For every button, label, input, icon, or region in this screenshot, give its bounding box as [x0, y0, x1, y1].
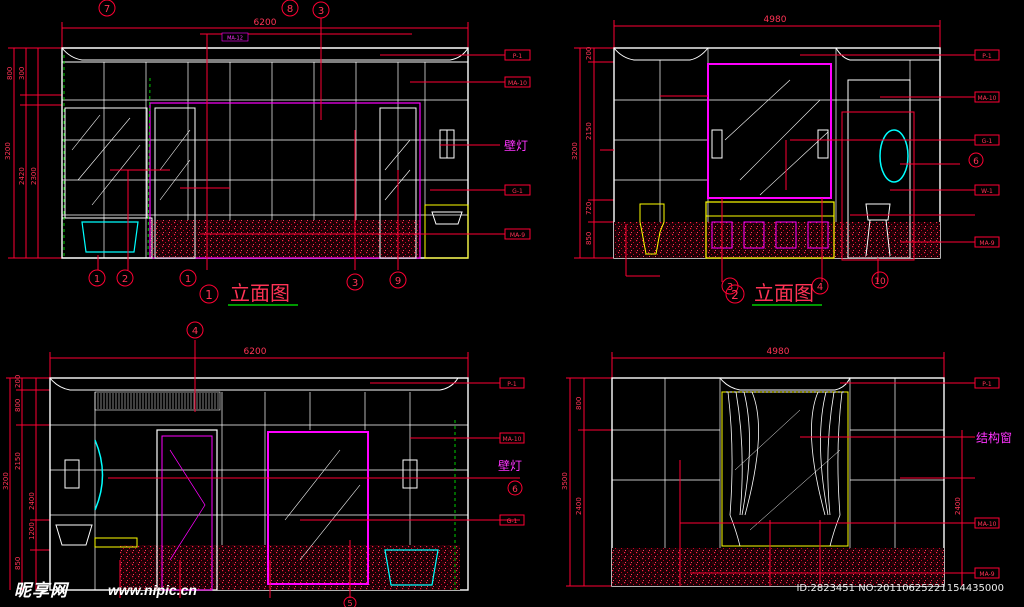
svg-text:MA-9: MA-9: [979, 571, 994, 578]
svg-text:2400: 2400: [575, 497, 583, 515]
bathtub: [384, 549, 439, 586]
svg-text:5: 5: [347, 599, 352, 607]
floor-tile-band: [614, 222, 940, 258]
svg-text:结构窗: 结构窗: [976, 430, 1012, 445]
svg-text:3200: 3200: [571, 142, 579, 160]
elevation-panel-3: 6200 200 800 2150 3200 2400 1200 850: [2, 321, 525, 607]
svg-text:MA-10: MA-10: [503, 436, 522, 443]
wall-lamp-icon: [402, 459, 418, 489]
svg-text:6: 6: [512, 485, 518, 495]
svg-text:1200: 1200: [28, 522, 36, 540]
svg-text:2150: 2150: [585, 122, 593, 140]
watermark-logo: 昵享网: [14, 581, 68, 601]
title-number: 2: [731, 288, 739, 302]
toilet: [639, 203, 665, 255]
svg-text:壁灯: 壁灯: [498, 458, 522, 473]
section-callout: 4 6 5: [186, 321, 523, 607]
svg-text:P-1: P-1: [513, 53, 523, 60]
svg-text:850: 850: [14, 557, 22, 570]
material-labels: P-1 MA-10 壁灯 G-1: [498, 377, 525, 526]
oval-mirror: [879, 129, 909, 183]
material-labels: P-1 MA-10 G-1 6 W-1 MA-9: [968, 49, 1000, 248]
svg-text:W-1: W-1: [981, 188, 993, 195]
svg-text:G-1: G-1: [512, 188, 523, 195]
svg-text:4: 4: [817, 282, 823, 293]
watermark-url: www.nipic.cn: [108, 582, 197, 598]
title-circle: [199, 284, 219, 304]
elevation-title: 立面图: [754, 281, 814, 305]
title-number: 1: [205, 288, 213, 302]
svg-text:MA-10: MA-10: [978, 95, 997, 102]
svg-text:壁灯: 壁灯: [504, 138, 528, 153]
svg-text:3: 3: [727, 282, 733, 293]
dim-width-label: 6200: [244, 347, 267, 357]
svg-text:10: 10: [874, 277, 886, 287]
svg-text:MA-9: MA-9: [510, 232, 525, 239]
svg-text:200: 200: [585, 47, 593, 60]
shower-glass-frame: [149, 102, 421, 259]
svg-text:6: 6: [973, 157, 979, 167]
svg-text:3: 3: [352, 278, 358, 289]
watermark-id: ID:2823451 NO:20110625221154435000: [796, 583, 1004, 594]
svg-text:2150: 2150: [14, 452, 22, 470]
dim-label: 2420: [18, 167, 26, 185]
svg-text:2400: 2400: [954, 497, 962, 515]
svg-text:7: 7: [104, 4, 110, 15]
elevation-panel-4: 4980 800 3500 2400 2400: [561, 347, 1012, 587]
svg-text:720: 720: [585, 202, 593, 215]
dim-label: 2300: [30, 167, 38, 185]
svg-text:P-1: P-1: [507, 381, 517, 388]
material-labels: P-1 MA-10 壁灯 G-1 MA-9: [504, 49, 531, 240]
svg-text:800: 800: [14, 399, 22, 412]
svg-text:800: 800: [575, 397, 583, 410]
svg-text:MA-10: MA-10: [508, 80, 527, 87]
curtain: [727, 391, 843, 547]
svg-text:1: 1: [185, 274, 191, 285]
section-callout-bottom: 1 2 1 3 9: [88, 269, 407, 291]
svg-text:MA-9: MA-9: [979, 240, 994, 247]
svg-text:9: 9: [395, 276, 401, 287]
mirror-panel: [64, 107, 148, 219]
svg-text:1: 1: [94, 274, 100, 285]
svg-text:3200: 3200: [2, 472, 10, 490]
svg-text:3: 3: [318, 6, 324, 17]
dim-label: 3200: [4, 142, 12, 160]
bathtub: [81, 221, 139, 253]
svg-text:G-1: G-1: [507, 518, 518, 525]
dim-label: 800: [6, 67, 14, 80]
material-tag: MA-12: [227, 36, 243, 42]
svg-text:MA-10: MA-10: [978, 521, 997, 528]
dim-width-label: 4980: [764, 15, 787, 25]
large-mirror: [267, 431, 369, 585]
section-callout-top: 7 8 3: [98, 0, 330, 19]
structural-window: [721, 391, 849, 547]
dim-width-label: 6200: [254, 18, 277, 28]
elevation-panel-1: 6200 800 300 2420 2300 3200: [4, 0, 531, 306]
elevation-panel-2: 4980 200 2150 3200 720 850: [571, 15, 1000, 306]
svg-text:P-1: P-1: [982, 381, 992, 388]
svg-text:P-1: P-1: [982, 53, 992, 60]
large-mirror: [707, 63, 832, 199]
material-labels: P-1 结构窗 MA-10 MA-9: [974, 377, 1012, 579]
dim-width-label: 4980: [767, 347, 790, 357]
svg-text:G-1: G-1: [982, 138, 993, 145]
svg-text:200: 200: [14, 375, 22, 388]
svg-text:2400: 2400: [28, 492, 36, 510]
svg-text:8: 8: [287, 4, 293, 15]
vanity-cabinet: [424, 204, 469, 259]
dim-label: 300: [18, 67, 26, 80]
elevation-title: 立面图: [230, 281, 290, 305]
svg-text:850: 850: [585, 232, 593, 245]
svg-text:3500: 3500: [561, 472, 569, 490]
svg-text:2: 2: [122, 274, 128, 285]
svg-text:4: 4: [192, 326, 198, 337]
vanity-cabinet: [705, 201, 835, 259]
